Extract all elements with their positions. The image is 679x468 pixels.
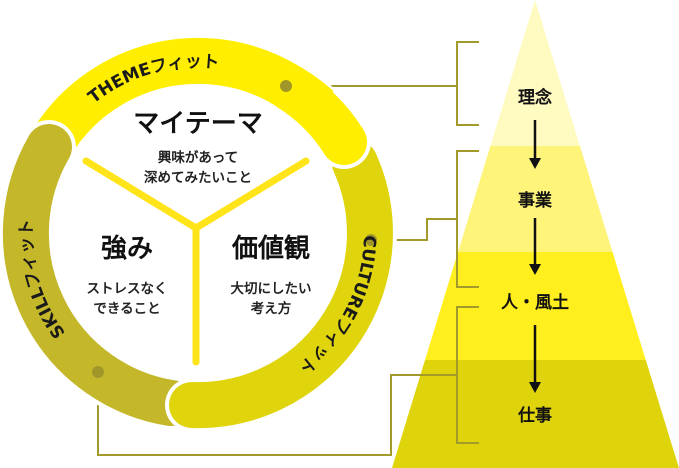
my-theme-title: マイテーマ — [133, 109, 262, 139]
culture-connector-dot — [365, 234, 377, 246]
section-my-theme: マイテーマ 興味があって 深めてみたいこと — [133, 109, 262, 186]
pyramid-band-1 — [392, 0, 679, 146]
strength-desc-line2: できること — [93, 301, 160, 317]
section-strength: 強み ストレスなく できること — [87, 234, 168, 317]
pyramid-level-philosophy: 理念 — [518, 87, 552, 108]
arrow-down-icon — [529, 120, 541, 169]
values-desc-line2: 考え方 — [251, 300, 292, 317]
strength-title: 強み — [101, 234, 153, 264]
theme-connector-dot — [280, 80, 292, 92]
bracket-philosophy — [456, 41, 479, 126]
arrow-down-icon — [529, 325, 541, 393]
my-theme-desc-line1: 興味があって — [158, 149, 238, 166]
arrow-down-icon — [529, 218, 541, 275]
values-title: 価値観 — [231, 233, 310, 264]
y-divider — [82, 157, 310, 366]
pyramid-level-business: 事業 — [518, 190, 552, 211]
ring-culture — [169, 140, 393, 429]
pyramid: 理念 事業 人・風土 仕事 — [392, 0, 679, 468]
skill-connector-dot — [92, 366, 104, 378]
fit-ring: THEMEフィット CULTUREフィット SKILLフィット — [0, 37, 397, 433]
pyramid-level-people-culture: 人・風土 — [501, 292, 569, 313]
pyramid-level-work: 仕事 — [517, 405, 552, 426]
connector-culture — [371, 218, 457, 241]
ring-skill — [2, 124, 194, 426]
connector-skill — [97, 372, 457, 456]
strength-desc-line1: ストレスなく — [87, 281, 168, 297]
section-values: 価値観 大切にしたい 考え方 — [231, 233, 312, 317]
my-theme-desc-line2: 深めてみたいこと — [144, 169, 252, 186]
values-desc-line1: 大切にしたい — [231, 280, 312, 297]
